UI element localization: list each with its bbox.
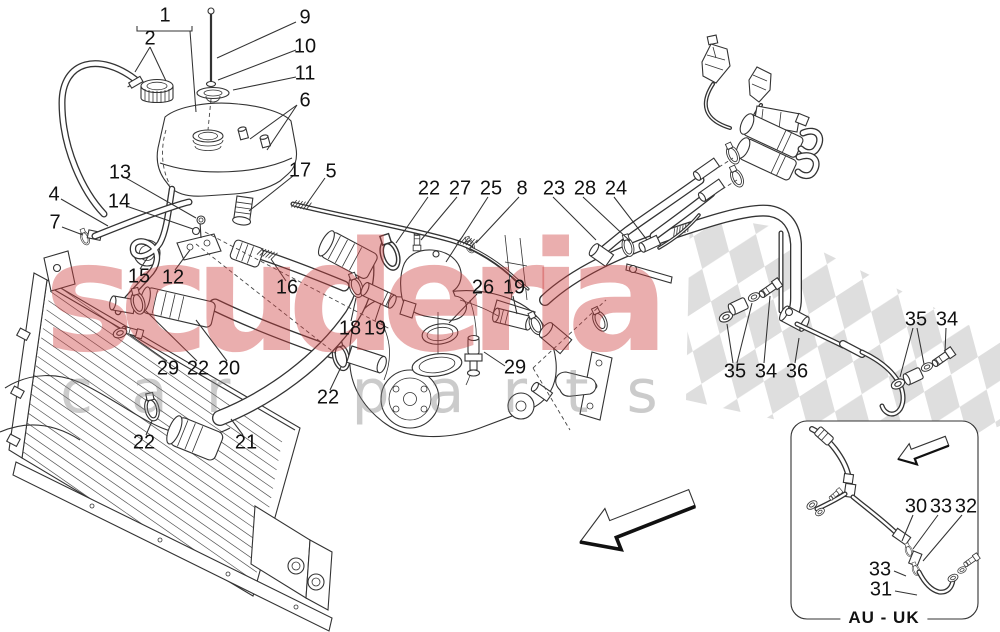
callout-23: 23 <box>542 177 566 200</box>
hose-16 <box>229 239 547 338</box>
mounting-bracket-12 <box>176 215 222 261</box>
callout-22: 22 <box>186 357 210 380</box>
callout-30: 30 <box>904 495 928 518</box>
construction-lines <box>195 157 738 431</box>
hoses-left <box>77 185 254 316</box>
callout-17: 17 <box>288 159 312 182</box>
callout-24: 24 <box>604 177 628 200</box>
pump-bracket-part <box>530 351 613 421</box>
tank-neck-17 <box>232 195 254 226</box>
callout-5: 5 <box>325 160 337 183</box>
callout-22: 22 <box>417 177 441 200</box>
solenoid-valves <box>692 34 824 202</box>
callout-25: 25 <box>479 177 503 200</box>
solenoid-1 <box>739 113 804 158</box>
callout-13: 13 <box>108 161 132 184</box>
callout-35: 35 <box>723 360 747 383</box>
callout-28: 28 <box>573 177 597 200</box>
callout-2: 2 <box>144 27 156 50</box>
callout-6: 6 <box>299 89 311 112</box>
callout-26: 26 <box>471 276 495 299</box>
leader-lines <box>60 21 963 596</box>
nut-14 <box>191 226 201 236</box>
sensor-29 <box>464 334 483 377</box>
connector-large <box>701 34 731 84</box>
callout-15: 15 <box>127 265 151 288</box>
callout-8: 8 <box>516 177 528 200</box>
callout-11: 11 <box>294 62 316 85</box>
callout-27: 27 <box>448 177 472 200</box>
callout-19: 19 <box>502 276 526 299</box>
hose-5 <box>290 198 530 291</box>
callout-20: 20 <box>217 357 241 380</box>
callout-12: 12 <box>161 266 185 289</box>
thermostat-housing <box>399 231 518 377</box>
inset-arrow-icon <box>897 435 950 466</box>
solenoid-2 <box>735 137 797 181</box>
heater-pipe-36 <box>717 277 957 417</box>
callout-7: 7 <box>49 211 61 234</box>
callout-18: 18 <box>338 317 362 340</box>
direction-arrow <box>579 488 697 552</box>
dipstick-rod <box>196 7 230 131</box>
callout-36: 36 <box>785 360 809 383</box>
callout-35: 35 <box>904 308 928 331</box>
tank-cap <box>140 78 174 104</box>
callout-21: 21 <box>234 431 258 454</box>
callout-4: 4 <box>48 183 60 206</box>
callout-33: 33 <box>868 558 892 581</box>
pipe-19-left <box>360 281 397 309</box>
callout-31: 31 <box>869 578 893 601</box>
gasket-26 <box>421 323 459 345</box>
callout-9: 9 <box>299 6 311 29</box>
variant-region-label: AU - UK <box>840 608 928 628</box>
callout-22: 22 <box>132 431 156 454</box>
callout-33: 33 <box>929 495 953 518</box>
nut-13 <box>196 215 206 225</box>
callout-29: 29 <box>156 357 180 380</box>
callout-19: 19 <box>363 317 387 340</box>
callout-32: 32 <box>954 495 978 518</box>
inset-variant-box <box>790 420 981 620</box>
callout-16: 16 <box>275 276 299 299</box>
callout-10: 10 <box>293 35 317 58</box>
callout-29: 29 <box>503 356 527 379</box>
expansion-tank <box>58 7 298 218</box>
tank-fitting <box>237 126 250 141</box>
connector-small <box>748 66 772 103</box>
tank-fitting <box>259 134 272 149</box>
callout-34: 34 <box>754 360 778 383</box>
callout-1: 1 <box>159 4 171 27</box>
callout-34: 34 <box>935 308 959 331</box>
callout-14: 14 <box>107 190 131 213</box>
callout-22: 22 <box>316 386 340 409</box>
